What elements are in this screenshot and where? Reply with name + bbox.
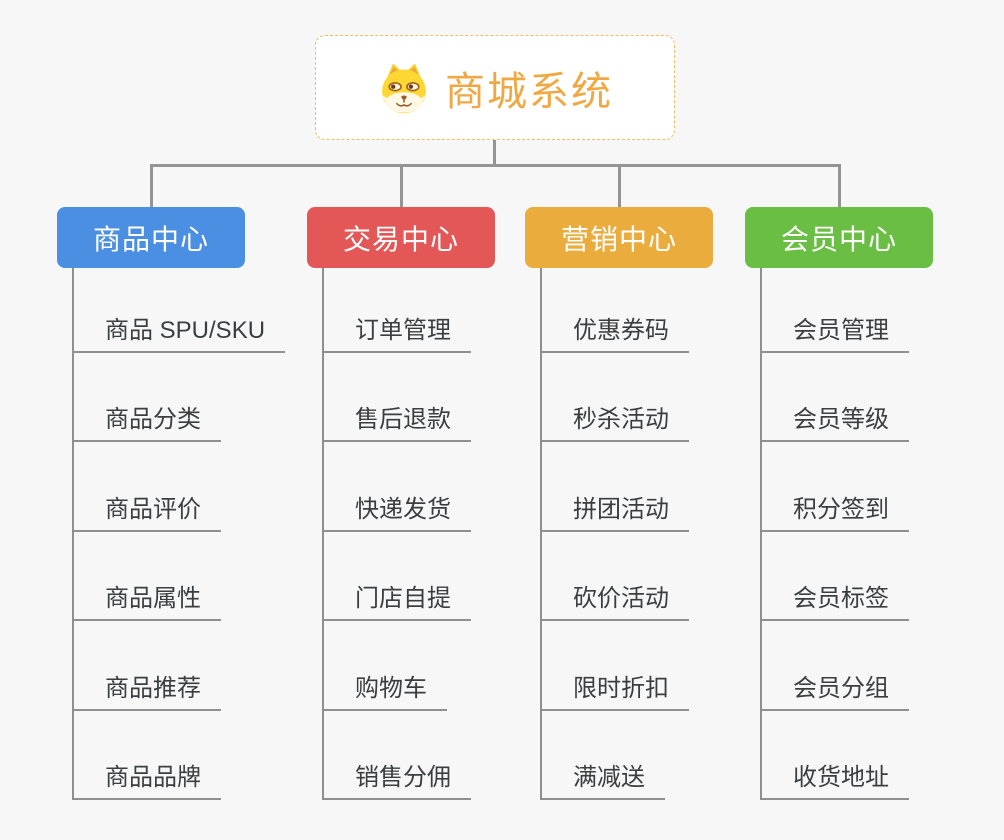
connector-spine <box>72 268 74 800</box>
connector-spine <box>322 268 324 800</box>
leaf-node[interactable]: 售后退款 <box>322 353 471 443</box>
leaf-node[interactable]: 商品评价 <box>72 442 221 532</box>
leaf-node[interactable]: 购物车 <box>322 621 447 711</box>
leaf-node[interactable]: 会员等级 <box>760 353 909 443</box>
root-node[interactable]: 商城系统 <box>315 35 675 140</box>
leaf-node[interactable]: 商品品牌 <box>72 711 221 800</box>
connector-drop <box>399 164 403 207</box>
connector-drop <box>617 164 621 207</box>
leaf-node[interactable]: 商品属性 <box>72 532 221 622</box>
leaf-node[interactable]: 收货地址 <box>760 711 909 800</box>
leaf-node[interactable]: 会员管理 <box>760 268 909 353</box>
leaf-node[interactable]: 会员分组 <box>760 621 909 711</box>
leaf-node[interactable]: 积分签到 <box>760 442 909 532</box>
connector-root-stub <box>493 140 496 165</box>
leaf-list: 订单管理售后退款快递发货门店自提购物车销售分佣 <box>322 268 471 800</box>
connector-drop <box>149 164 153 207</box>
leaf-list: 优惠券码秒杀活动拼团活动砍价活动限时折扣满减送 <box>540 268 689 800</box>
branch-column-2: 交易中心 订单管理售后退款快递发货门店自提购物车销售分佣 <box>307 207 557 807</box>
leaf-node[interactable]: 快递发货 <box>322 442 471 532</box>
branch-column-4: 会员中心 会员管理会员等级积分签到会员标签会员分组收货地址 <box>745 207 995 807</box>
root-node-label: 商城系统 <box>445 69 613 114</box>
leaf-node[interactable]: 商品 SPU/SKU <box>72 268 286 353</box>
connector-drop <box>837 164 841 207</box>
leaf-list: 会员管理会员等级积分签到会员标签会员分组收货地址 <box>760 268 909 800</box>
branch-column-3: 营销中心 优惠券码秒杀活动拼团活动砍价活动限时折扣满减送 <box>525 207 775 807</box>
leaf-node[interactable]: 秒杀活动 <box>540 353 689 443</box>
leaf-node[interactable]: 限时折扣 <box>540 621 689 711</box>
leaf-node[interactable]: 满减送 <box>540 711 665 800</box>
branch-node-1[interactable]: 商品中心 <box>57 207 245 268</box>
branch-node-3[interactable]: 营销中心 <box>525 207 713 268</box>
leaf-node[interactable]: 砍价活动 <box>540 532 689 622</box>
leaf-node[interactable]: 商品推荐 <box>72 621 221 711</box>
leaf-node[interactable]: 会员标签 <box>760 532 909 622</box>
leaf-node[interactable]: 商品分类 <box>72 353 221 443</box>
leaf-node[interactable]: 优惠券码 <box>540 268 689 353</box>
leaf-node[interactable]: 订单管理 <box>322 268 471 353</box>
branch-node-4[interactable]: 会员中心 <box>745 207 933 268</box>
connector-rail <box>150 164 840 167</box>
leaf-node[interactable]: 门店自提 <box>322 532 471 622</box>
leaf-node[interactable]: 销售分佣 <box>322 711 471 800</box>
connector-spine <box>540 268 542 800</box>
branch-node-2[interactable]: 交易中心 <box>307 207 495 268</box>
leaf-node[interactable]: 拼团活动 <box>540 442 689 532</box>
connector-spine <box>760 268 762 800</box>
dog-face-icon <box>377 61 431 115</box>
